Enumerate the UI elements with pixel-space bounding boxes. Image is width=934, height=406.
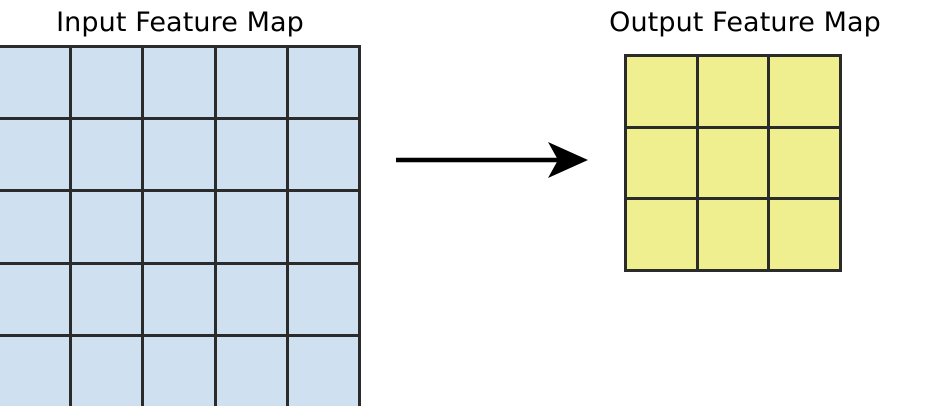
input-cell bbox=[144, 336, 214, 406]
input-cell bbox=[0, 120, 70, 190]
output-cell bbox=[698, 57, 768, 126]
output-feature-map-grid bbox=[624, 54, 842, 272]
output-cell bbox=[770, 57, 839, 126]
output-cell bbox=[698, 200, 768, 269]
input-feature-map-title: Input Feature Map bbox=[56, 7, 304, 38]
input-cell bbox=[144, 264, 214, 334]
input-cell bbox=[216, 264, 286, 334]
output-cell bbox=[627, 128, 696, 198]
output-cell bbox=[627, 200, 696, 269]
output-cell bbox=[770, 200, 839, 269]
input-cell bbox=[144, 120, 214, 190]
output-feature-map-title: Output Feature Map bbox=[609, 7, 881, 38]
input-cell bbox=[216, 336, 286, 406]
input-cell bbox=[288, 192, 358, 262]
arrow-head bbox=[548, 142, 588, 178]
output-cell bbox=[627, 57, 696, 126]
input-cell bbox=[72, 336, 142, 406]
input-cell bbox=[288, 336, 358, 406]
input-cell bbox=[216, 192, 286, 262]
input-cell bbox=[72, 120, 142, 190]
input-cell bbox=[0, 264, 70, 334]
input-cell bbox=[0, 192, 70, 262]
right-arrow-icon bbox=[396, 142, 588, 178]
input-cell bbox=[216, 48, 286, 118]
output-cell bbox=[770, 128, 839, 198]
input-cell bbox=[216, 120, 286, 190]
output-cell bbox=[698, 128, 768, 198]
input-cell bbox=[288, 120, 358, 190]
input-cell bbox=[288, 48, 358, 118]
input-feature-map-grid bbox=[0, 45, 361, 406]
input-cell bbox=[0, 336, 70, 406]
input-cell bbox=[72, 264, 142, 334]
input-cell bbox=[288, 264, 358, 334]
input-cell bbox=[0, 48, 70, 118]
input-cell bbox=[72, 192, 142, 262]
input-cell bbox=[144, 48, 214, 118]
input-cell bbox=[72, 48, 142, 118]
input-cell bbox=[144, 192, 214, 262]
